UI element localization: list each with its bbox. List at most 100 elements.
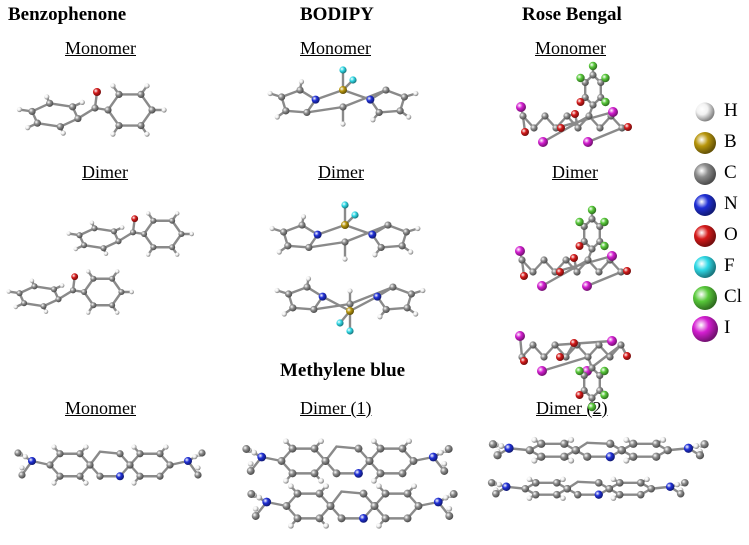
bond <box>305 105 345 114</box>
atom-h <box>16 106 23 113</box>
bond <box>36 121 62 128</box>
atom-h <box>110 83 116 89</box>
atom-h <box>660 436 667 443</box>
atom-c <box>375 108 383 117</box>
atom-c <box>525 446 534 455</box>
atom-h <box>256 494 263 501</box>
atom-h <box>25 125 31 131</box>
atom-c <box>676 489 685 498</box>
atom-c <box>150 244 157 251</box>
label-rose-bengal-dimer: Dimer <box>552 162 598 182</box>
atom-c <box>315 489 324 498</box>
atom-h <box>189 231 194 237</box>
bond <box>540 355 590 373</box>
atom-c <box>116 450 124 458</box>
atom-h <box>251 449 258 456</box>
title-bodipy: BODIPY <box>300 4 374 25</box>
atom-c <box>293 514 302 523</box>
atom-n <box>359 513 368 523</box>
atom-n <box>683 443 694 453</box>
atom-h <box>175 211 180 216</box>
atom-o <box>570 339 578 347</box>
atom-c <box>595 268 603 276</box>
hydrogen-atom-icon <box>695 102 715 122</box>
atom-c <box>288 469 297 478</box>
legend-label-h: H <box>724 100 738 121</box>
atom-c <box>166 461 174 469</box>
atom-n <box>433 497 443 507</box>
atom-c <box>109 302 116 309</box>
atom-c <box>629 452 638 461</box>
atom-h <box>323 522 329 529</box>
atom-h <box>441 460 448 467</box>
atom-c <box>104 106 112 114</box>
label-bodipy-monomer: Monomer <box>300 38 371 58</box>
atom-c <box>55 296 62 303</box>
bond <box>343 223 374 236</box>
atom-c <box>341 238 349 246</box>
bond <box>321 295 352 313</box>
rose-bengal-monomer-structure <box>516 61 632 147</box>
atom-c <box>315 514 324 523</box>
atom-cl <box>600 241 609 251</box>
atom-h <box>115 310 120 315</box>
atom-h <box>693 443 700 450</box>
atom-c <box>46 461 54 469</box>
atom-c <box>487 478 496 487</box>
atom-c <box>126 461 134 469</box>
atom-c <box>617 268 625 276</box>
atom-c <box>278 93 286 101</box>
atom-c <box>298 221 306 229</box>
atom-c <box>588 215 596 223</box>
bond <box>48 102 74 109</box>
atom-c <box>652 439 661 448</box>
atom-c <box>46 99 54 107</box>
atom-c <box>326 502 335 510</box>
atom-i <box>608 107 618 117</box>
atom-cl <box>588 61 598 71</box>
atom-h <box>610 495 617 501</box>
atom-c <box>584 256 592 264</box>
atom-c <box>409 457 418 465</box>
atom-c <box>296 86 304 94</box>
benzophenone-monomer-structure <box>16 83 167 137</box>
atom-cl <box>600 366 609 376</box>
atom-c <box>563 484 572 493</box>
label-bodipy-dimer: Dimer <box>318 162 364 182</box>
atom-c <box>562 353 570 361</box>
atom-h <box>623 436 630 443</box>
atom-o <box>623 267 631 275</box>
atom-c <box>652 452 661 461</box>
atom-h <box>86 310 91 315</box>
atom-f <box>346 327 354 335</box>
atom-h <box>376 522 382 529</box>
atom-c <box>382 86 390 94</box>
atom-h <box>86 269 91 274</box>
atom-cl <box>575 217 584 227</box>
atom-c <box>76 472 84 480</box>
atom-h <box>103 251 109 256</box>
atom-o <box>520 357 528 365</box>
atom-c <box>156 472 164 480</box>
atom-h <box>318 438 324 445</box>
atom-c <box>606 439 615 448</box>
boron-atom-icon <box>694 132 716 154</box>
atom-c <box>537 439 546 448</box>
atom-c <box>381 514 390 523</box>
atom-c <box>389 283 397 291</box>
atom-c <box>560 439 569 448</box>
atom-c <box>321 457 330 465</box>
bond <box>541 114 591 144</box>
atom-o <box>556 268 564 276</box>
atom-h <box>342 256 348 262</box>
atom-c <box>376 469 385 478</box>
atom-h <box>623 457 630 464</box>
atom-h <box>644 476 650 483</box>
atom-c <box>118 288 125 296</box>
atom-h <box>531 436 538 443</box>
atom-h <box>372 252 378 258</box>
atom-c <box>310 305 318 314</box>
bond <box>348 285 395 306</box>
atom-cl <box>601 97 610 107</box>
